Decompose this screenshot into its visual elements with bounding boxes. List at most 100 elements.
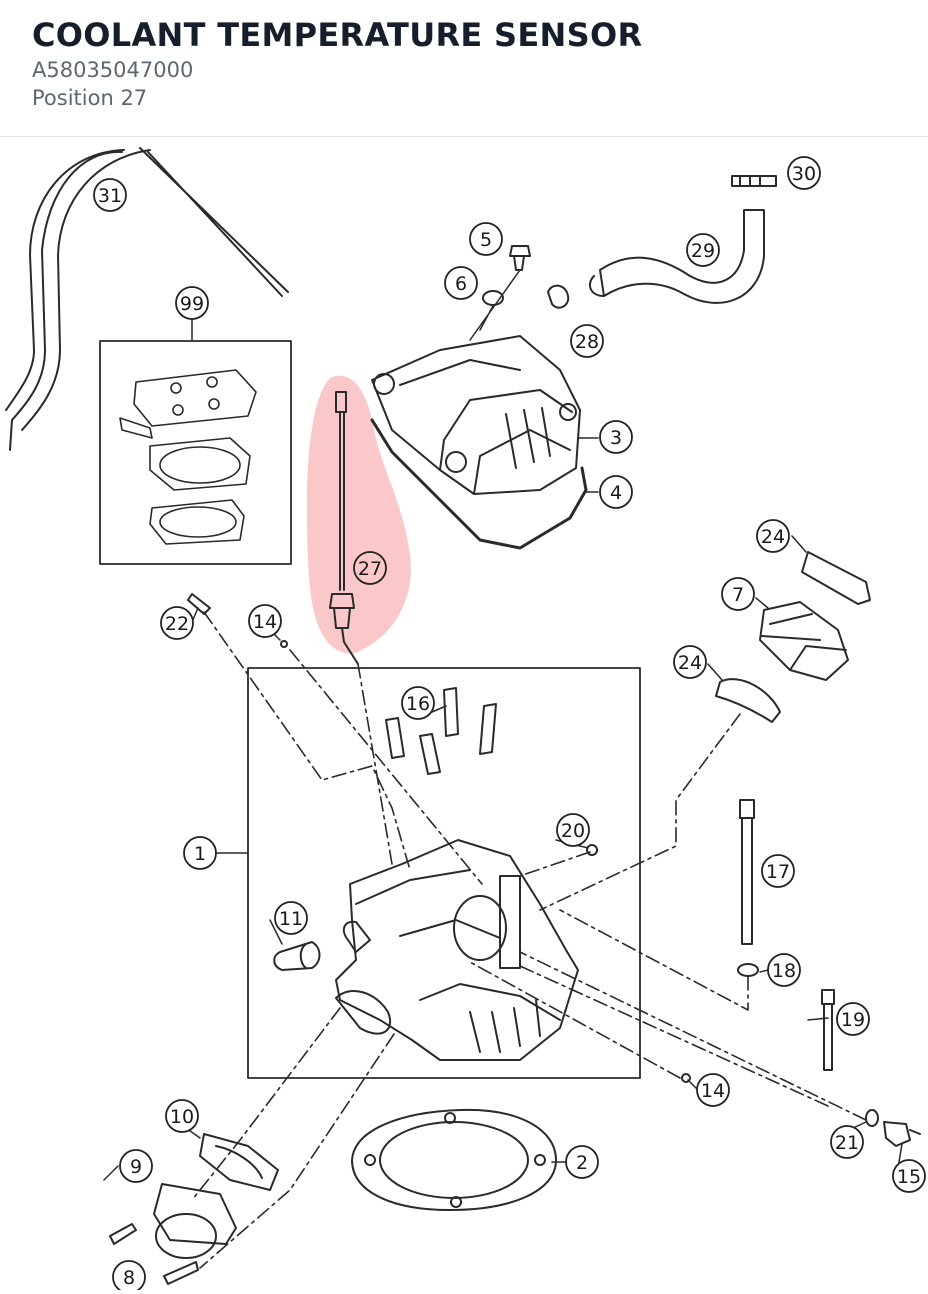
leader-lines-top: [469, 269, 521, 341]
callout-circle: [570, 324, 604, 358]
callout-30[interactable]: 30: [787, 156, 821, 190]
callout-99[interactable]: 99: [175, 286, 209, 320]
sensor-22: [187, 593, 211, 615]
intake-flange-9: [153, 1183, 237, 1259]
callout-circle: [401, 686, 435, 720]
callout-18[interactable]: 18: [767, 953, 801, 987]
head-gasket-2: [351, 1108, 557, 1211]
part-position: Position 27: [32, 86, 148, 110]
callout-4[interactable]: 4: [599, 475, 633, 509]
callout-10[interactable]: 10: [165, 1099, 199, 1133]
hose-29: [588, 209, 765, 304]
callout-15[interactable]: 15: [892, 1159, 926, 1193]
callout-16[interactable]: 16: [401, 686, 435, 720]
callout-circle: [175, 286, 209, 320]
valve-cover-3: [371, 335, 581, 495]
gasket-10: [199, 1133, 279, 1191]
callout-1[interactable]: 1: [183, 836, 217, 870]
callout-circle: [836, 1002, 870, 1036]
bolt-8-upper: [109, 1223, 137, 1245]
callout-circle: [686, 233, 720, 267]
callout-circle: [767, 953, 801, 987]
callout-label: 8: [123, 1267, 135, 1289]
washer-6: [482, 290, 504, 306]
coolant-temperature-sensor-27: [329, 391, 359, 665]
washer-21: [865, 1109, 879, 1127]
callout-label: 14: [253, 611, 277, 633]
callout-label: 4: [610, 482, 622, 504]
gasket-4: [370, 418, 588, 550]
callout-circle: [556, 813, 590, 847]
callout-11[interactable]: 11: [274, 901, 308, 935]
callout-label: 30: [792, 163, 816, 185]
clamp-24-lower: [715, 678, 781, 723]
callout-28[interactable]: 28: [570, 324, 604, 358]
clamp-24-upper: [801, 551, 871, 605]
callout-label: 3: [610, 427, 622, 449]
callout-label: 2: [576, 1152, 588, 1174]
callout-24[interactable]: 24: [673, 645, 707, 679]
selected-part-highlight: [306, 375, 411, 654]
bolt-19: [821, 989, 835, 1071]
callout-24[interactable]: 24: [756, 519, 790, 553]
callout-circle: [183, 836, 217, 870]
callout-circle: [353, 551, 387, 585]
callout-label: 27: [358, 558, 382, 580]
callout-circle: [93, 178, 127, 212]
callout-14[interactable]: 14: [696, 1073, 730, 1107]
callout-label: 9: [130, 1156, 142, 1178]
callout-label: 14: [701, 1080, 725, 1102]
callout-circle: [599, 475, 633, 509]
callout-circle: [787, 156, 821, 190]
callout-29[interactable]: 29: [686, 233, 720, 267]
bolt-17: [739, 799, 755, 945]
callout-22[interactable]: 22: [160, 606, 194, 640]
callout-7[interactable]: 7: [721, 577, 755, 611]
callout-2[interactable]: 2: [565, 1145, 599, 1179]
intake-rubber-7: [759, 601, 849, 681]
bolt-5: [509, 245, 531, 271]
callout-27[interactable]: 27: [353, 551, 387, 585]
callout-label: 11: [279, 908, 303, 930]
plug-14-upper: [280, 640, 288, 648]
callout-21[interactable]: 21: [830, 1125, 864, 1159]
callout-circle: [756, 519, 790, 553]
washer-18: [737, 963, 759, 977]
callout-circle: [119, 1149, 153, 1183]
callout-6[interactable]: 6: [444, 266, 478, 300]
callout-20[interactable]: 20: [556, 813, 590, 847]
callout-8[interactable]: 8: [112, 1260, 146, 1294]
callout-label: 22: [165, 613, 189, 635]
valve-guides-16: [385, 687, 497, 775]
callout-circle: [830, 1125, 864, 1159]
callout-circle: [721, 577, 755, 611]
cylinder-head-box-1: [247, 667, 641, 1079]
callout-circle: [565, 1145, 599, 1179]
cylinder-head: [335, 839, 579, 1061]
gasket-kit-99: [99, 340, 292, 565]
callout-circle: [444, 266, 478, 300]
callout-label: 20: [561, 820, 585, 842]
callout-19[interactable]: 19: [836, 1002, 870, 1036]
callout-14[interactable]: 14: [248, 604, 282, 638]
sensor-15: [883, 1121, 921, 1147]
hose-31: [5, 147, 289, 451]
callout-5[interactable]: 5: [469, 222, 503, 256]
callout-9[interactable]: 9: [119, 1149, 153, 1183]
callout-circle: [274, 901, 308, 935]
callout-label: 24: [678, 652, 702, 674]
leader-lines: [191, 611, 867, 1269]
callout-circle: [696, 1073, 730, 1107]
callout-3[interactable]: 3: [599, 420, 633, 454]
part-title: COOLANT TEMPERATURE SENSOR: [32, 16, 643, 54]
callout-label: 10: [170, 1106, 194, 1128]
sleeve-11: [273, 941, 321, 971]
callout-label: 1: [194, 843, 206, 865]
callout-31[interactable]: 31: [93, 178, 127, 212]
callout-17[interactable]: 17: [761, 854, 795, 888]
callout-circle: [165, 1099, 199, 1133]
callout-circle: [892, 1159, 926, 1193]
clip-30: [731, 175, 777, 187]
clamp-28: [547, 284, 570, 309]
